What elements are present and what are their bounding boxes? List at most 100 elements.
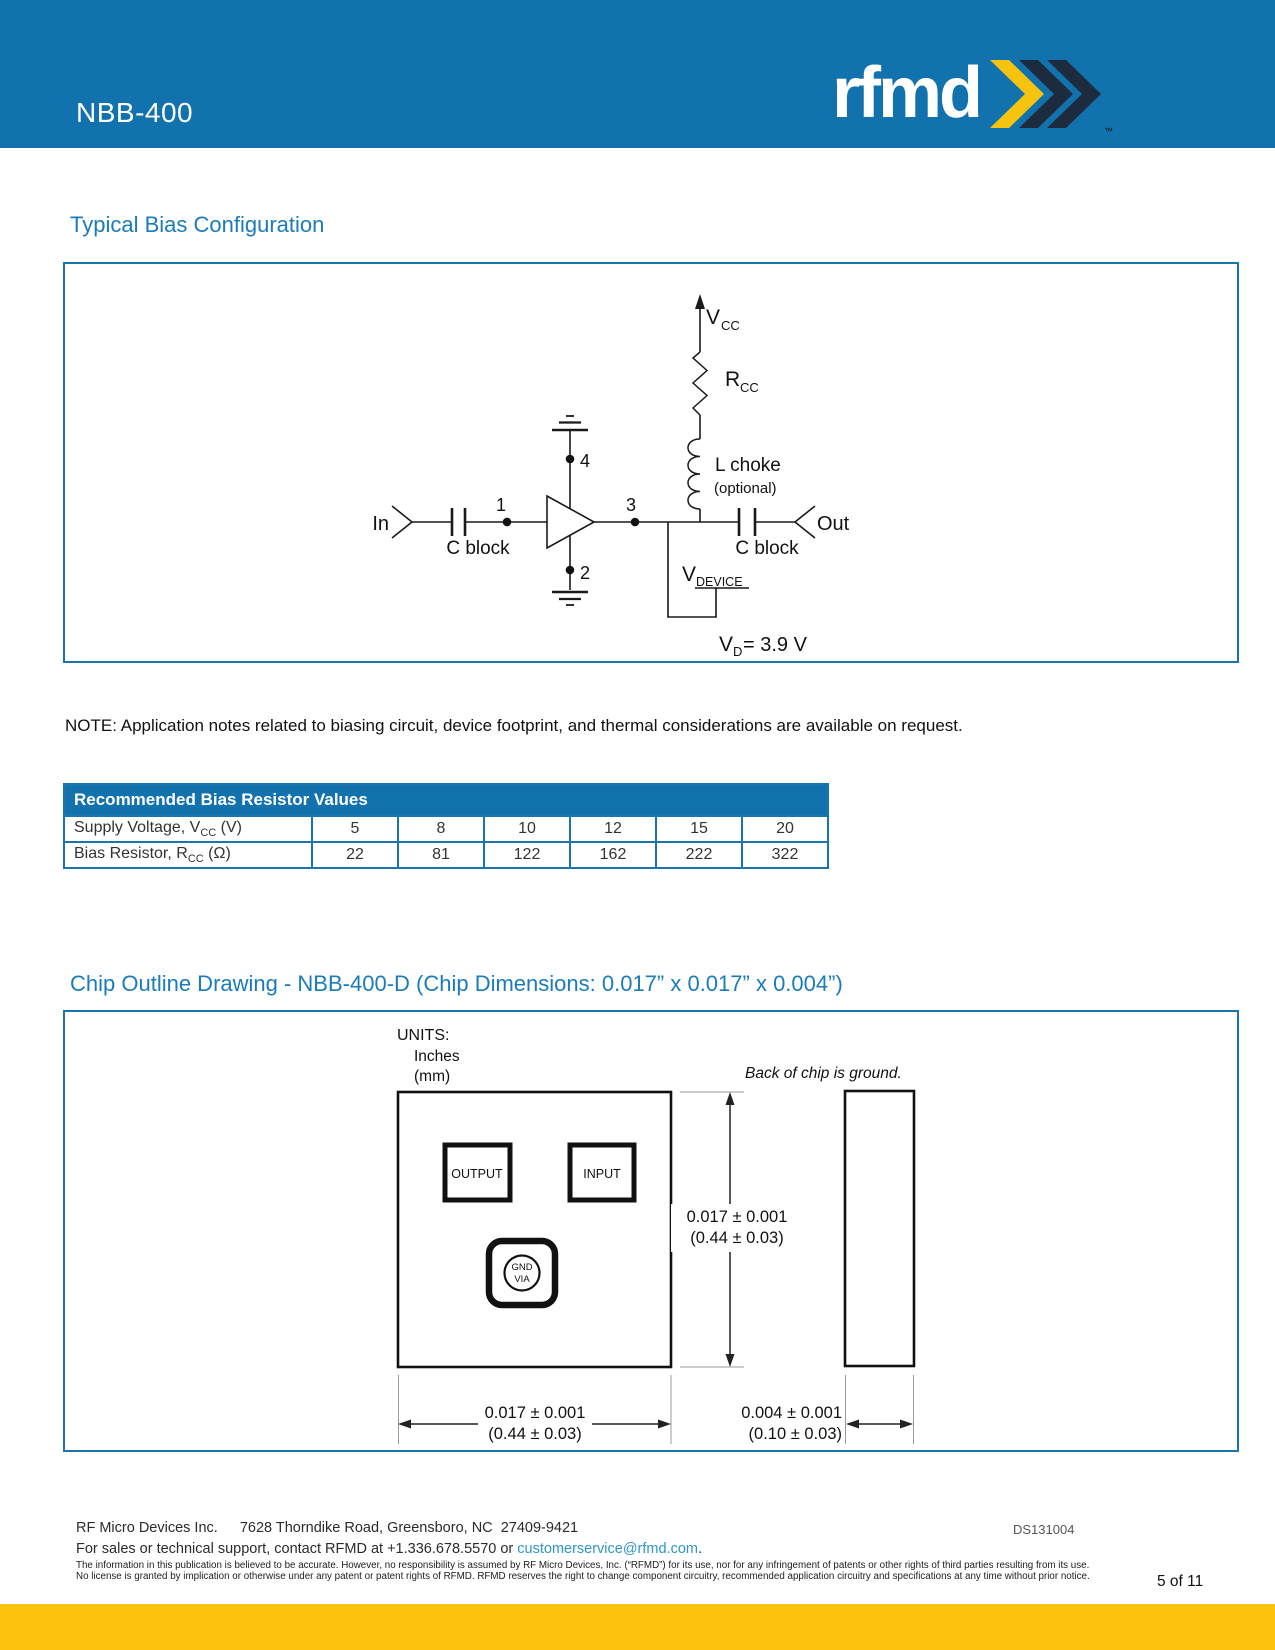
circuit-nodes [502,454,640,575]
table-cell: 122 [483,841,571,869]
pin4-label: 4 [580,451,590,471]
pin3-label: 3 [626,495,636,515]
table-cell: 12 [569,815,657,843]
page-title: NBB-400 [76,97,194,128]
amplifier-icon [546,494,596,550]
table-cell: 222 [655,841,743,869]
ground-top-icon [552,415,588,432]
table-cell: 322 [740,841,830,869]
vcc-label-sub: CC [721,318,740,333]
output-pad-label: OUTPUT [451,1167,503,1181]
c-block-out-label: C block [735,538,799,559]
table-cell: 81 [397,841,485,869]
support-text: For sales or technical support, contact … [76,1541,518,1557]
vdevice-loop [667,522,717,618]
chip-section-heading: Chip Outline Drawing - NBB-400-D (Chip D… [70,971,843,996]
gnd-via-circle [503,1254,541,1292]
chip-top-view [396,1090,673,1369]
dim-height-in: 0.017 ± 0.001 [687,1208,788,1226]
output-pad [442,1142,513,1203]
table-cell: 22 [311,841,399,869]
doc-number: DS131004 [1013,1522,1075,1537]
gnd-via-label1: GND [511,1262,532,1273]
input-pad-label: INPUT [583,1167,621,1181]
vd-value: = 3.9 V [743,634,808,656]
table-cell: 10 [483,815,571,843]
footer-bar [0,1604,1275,1650]
table-row: Bias Resistor, RCC (Ω) 22 81 122 162 222… [63,841,830,869]
vcc-arrow-icon [695,294,705,309]
rfmd-chevrons-icon: ™ [990,60,1113,136]
rfmd-logo-text: rfmd [832,53,983,133]
page-number: 5 of 11 [1157,1573,1204,1590]
bias-resistor-table: Recommended Bias Resistor Values Supply … [62,783,830,869]
row-label-unit: (V) [216,818,242,836]
table-title: Recommended Bias Resistor Values [62,783,830,817]
vdevice-label-sub: DEVICE [696,575,743,589]
inductor-icon [687,438,701,510]
chip-side-view [843,1089,916,1368]
l-choke-label: L choke [715,455,781,476]
row-label-sub: CC [187,853,204,866]
table-row: Supply Voltage, VCC (V) 5 8 10 12 15 20 [63,815,830,843]
units-mm-label: (mm) [414,1068,450,1085]
units-label: UNITS: [397,1027,449,1044]
resistor-icon [691,351,709,416]
gnd-via-label2: VIA [514,1274,530,1285]
bias-circuit-box: In Out C block C block 1 3 4 2 V CC R CC… [63,262,1239,663]
chip-outline-drawing: UNITS: Inches (mm) Back of chip is groun… [396,1027,916,1444]
support-text-end: . [697,1541,703,1557]
capacitor-plates [450,508,757,536]
dim-width-mm: (0.44 ± 0.03) [488,1425,581,1443]
input-port-icon [391,505,414,539]
row-label-unit: (Ω) [203,844,231,862]
output-port-icon [793,505,816,539]
bias-section-heading: Typical Bias Configuration [70,212,325,237]
in-label: In [372,513,389,535]
vcc-label: V [706,306,720,329]
dim-thickness-mm: (0.10 ± 0.03) [749,1425,842,1443]
units-inches-label: Inches [414,1048,460,1065]
footer-address: 7628 Thorndike Road, Greensboro, NC 2740… [239,1520,579,1536]
table-cell: 8 [397,815,485,843]
height-dimension: 0.017 ± 0.001 (0.44 ± 0.03) [671,1091,801,1368]
ground-note: Back of chip is ground. [745,1065,902,1082]
table-cell: 5 [311,815,399,843]
ground-bottom-icon [552,590,588,606]
chip-outline-box: UNITS: Inches (mm) Back of chip is groun… [63,1010,1239,1452]
dim-width-in: 0.017 ± 0.001 [485,1404,586,1422]
footer-company: RF Micro Devices Inc. [76,1520,218,1536]
table-cell: 20 [740,815,830,843]
chevron-yellow-icon [990,60,1044,128]
header-bar: NBB-400 rfmd ™ [0,0,1275,148]
vd-label-sub: D [733,644,742,659]
logo-trademark: ™ [1104,126,1113,136]
pin2-label: 2 [580,563,590,583]
bias-circuit-diagram: In Out C block C block 1 3 4 2 V CC R CC… [372,294,850,659]
dim-thickness-in: 0.004 ± 0.001 [741,1404,842,1422]
footer-address-line: RF Micro Devices Inc. 7628 Thorndike Road… [76,1520,578,1536]
row-label-text: Supply Voltage, V [74,818,201,836]
vd-label: V [719,633,733,656]
pin1-label: 1 [496,495,506,515]
row-label-bias-resistor: Bias Resistor, RCC (Ω) [63,841,313,869]
rfmd-logo: rfmd ™ [832,56,1122,140]
l-choke-note: (optional) [714,480,777,497]
thickness-dimension: 0.004 ± 0.001 (0.10 ± 0.03) [741,1375,914,1444]
table-header-row: Recommended Bias Resistor Values [62,783,830,817]
table-cell: 162 [569,841,657,869]
support-email-link[interactable]: customerservice@rfmd.com [517,1541,698,1557]
input-pad [567,1142,637,1203]
width-dimension: 0.017 ± 0.001 (0.44 ± 0.03) [398,1375,672,1444]
dim-height-mm: (0.44 ± 0.03) [690,1229,783,1247]
table-cell: 15 [655,815,743,843]
chevron-navy2-icon [1047,60,1101,128]
row-label-sub: CC [200,827,217,840]
c-block-in-label: C block [446,538,510,559]
chevron-navy-icon [1019,60,1073,128]
out-label: Out [817,513,850,535]
footer-support-line: For sales or technical support, contact … [76,1541,702,1557]
legal-disclaimer: The information in this publication is b… [76,1560,1090,1582]
rcc-label-sub: CC [740,380,759,395]
